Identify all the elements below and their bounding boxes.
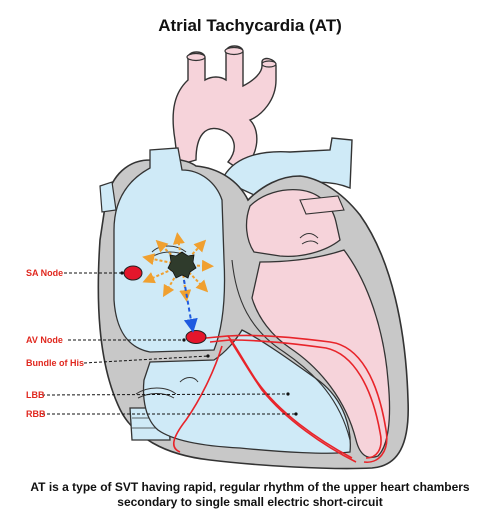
caption-line-2: secondary to single small electric short… <box>117 495 383 509</box>
left-ventricle <box>251 249 391 459</box>
sa-node <box>123 265 143 281</box>
rbb-label: RBB <box>26 409 46 419</box>
caption: AT is a type of SVT having rapid, regula… <box>0 480 500 510</box>
lbb-label: LBB <box>26 390 45 400</box>
caption-line-1: AT is a type of SVT having rapid, regula… <box>30 480 470 494</box>
ectopic-to-av-path <box>183 279 198 333</box>
septum <box>231 259 351 441</box>
aorta <box>172 45 277 171</box>
right-ventricle <box>142 329 351 454</box>
bundle-of-his-leader <box>83 354 210 364</box>
right-atrium <box>99 147 226 353</box>
diagram-title: Atrial Tachycardia (AT) <box>158 16 342 35</box>
left-atrium <box>245 188 345 258</box>
ectopic-focus <box>167 251 197 279</box>
av-node-label: AV Node <box>26 335 63 345</box>
sa-node-label: SA Node <box>26 268 63 278</box>
conduction-system <box>173 334 388 463</box>
av-node <box>185 330 207 344</box>
lbb-leader <box>41 392 290 396</box>
bundle-of-his-label: Bundle of His <box>26 358 84 368</box>
